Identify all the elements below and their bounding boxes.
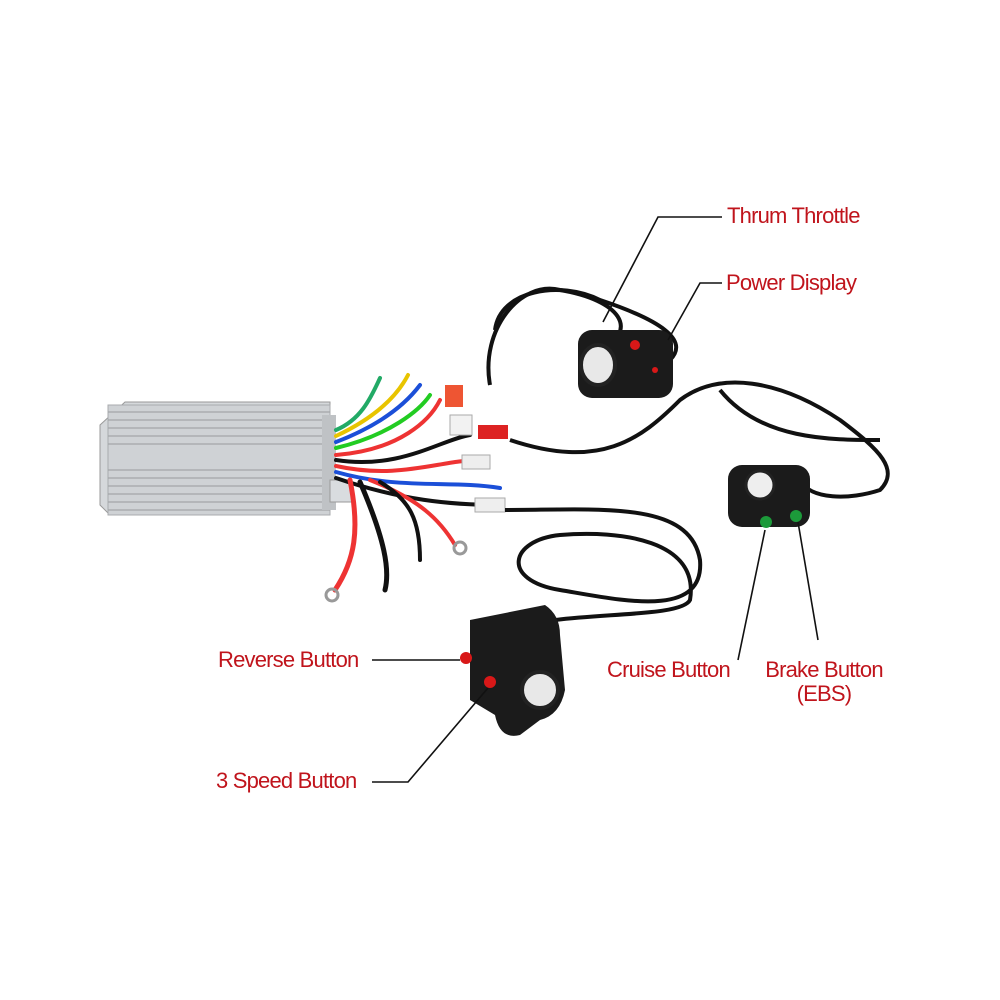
handlebar-cables xyxy=(486,286,890,632)
label-power-display: Power Display xyxy=(726,270,857,295)
connector xyxy=(445,385,463,407)
controller-wires xyxy=(332,373,502,593)
label-reverse-button: Reverse Button xyxy=(218,647,359,672)
cruise-brake-switch xyxy=(728,465,810,528)
thumb-throttle-unit xyxy=(578,330,673,398)
ring-terminal xyxy=(324,587,340,603)
label-thumb-throttle: Thrum Throttle xyxy=(727,203,860,228)
connector xyxy=(478,425,508,439)
reverse-speed-switch xyxy=(460,605,565,736)
ring-terminal xyxy=(452,540,468,556)
label-brake-button-line2: (EBS) xyxy=(796,681,852,706)
label-3-speed-button: 3 Speed Button xyxy=(216,768,357,793)
label-cruise-button: Cruise Button xyxy=(607,657,731,682)
label-brake-button-line1: Brake Button xyxy=(765,657,883,682)
connector xyxy=(449,414,473,436)
connector xyxy=(474,497,506,513)
label-brake-button: Brake Button (EBS) xyxy=(758,658,890,706)
motor-controller xyxy=(99,401,353,516)
connector xyxy=(461,454,491,470)
leader-lines xyxy=(372,216,819,783)
